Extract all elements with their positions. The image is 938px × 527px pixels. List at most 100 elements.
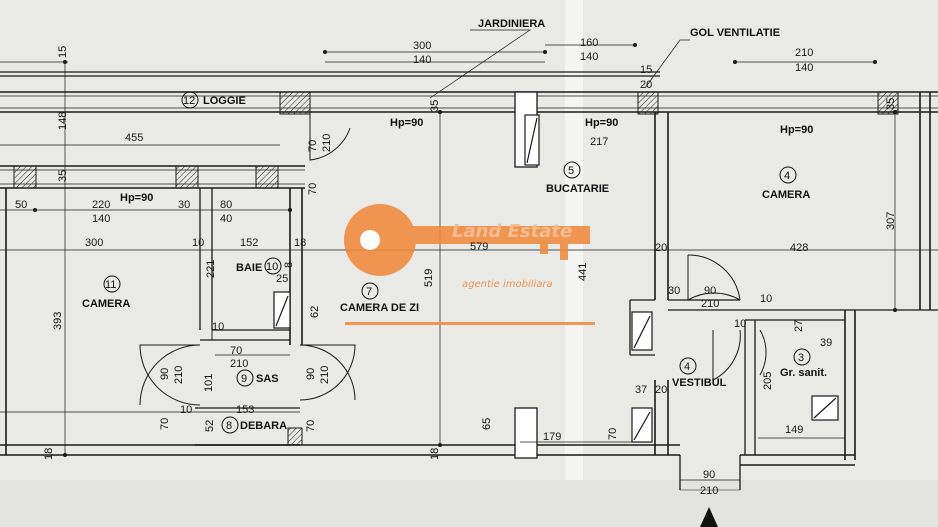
label-camera-de-zi: CAMERA DE ZI [340, 302, 419, 314]
label-sas: SAS [256, 373, 279, 385]
dim-18: 18 [294, 237, 306, 249]
dim-80: 80 [220, 199, 232, 211]
dim-35: 35 [429, 100, 441, 112]
label-gol-ventilatie: GOL VENTILATIE [690, 27, 780, 39]
label-loggie: LOGGIE [203, 95, 246, 107]
room-number-circle [264, 257, 282, 275]
room-number-vestibul: 4 [684, 361, 690, 373]
height-labels: Hp=90 Hp=90 Hp=90 Hp=90 [120, 117, 813, 204]
dim-70: 70 [305, 420, 317, 432]
dim-221: 221 [205, 260, 217, 278]
dim-18: 18 [429, 448, 441, 460]
dim-18: 18 [43, 448, 55, 460]
dim-25: 25 [276, 273, 288, 285]
dim-152: 152 [240, 237, 258, 249]
hp-loggie: Hp=90 [390, 117, 423, 129]
room-number-baie: 10 [266, 261, 278, 273]
dim-70: 70 [230, 345, 242, 357]
paper-fold-shadow [565, 0, 583, 527]
dim-140: 140 [580, 51, 598, 63]
hp-right: Hp=90 [780, 124, 813, 136]
dim-210: 210 [321, 134, 333, 152]
dimension-texts: 300 140 160 140 210 140 15 20 455 217 50… [15, 37, 832, 497]
dim-10: 10 [212, 321, 224, 333]
label-vestibul: VESTIBUL [672, 377, 727, 389]
dim-307: 307 [885, 212, 897, 230]
dim-10: 10 [192, 237, 204, 249]
dim-39: 39 [820, 337, 832, 349]
dim-300: 300 [413, 40, 431, 52]
dim-455: 455 [125, 132, 143, 144]
dim-153: 153 [236, 404, 254, 416]
room-number-circle [221, 416, 239, 434]
dim-70: 70 [307, 183, 319, 195]
north-arrow-icon [700, 507, 718, 527]
dim-90: 90 [704, 285, 716, 297]
room-number-circle [563, 161, 581, 179]
dim-10: 10 [180, 404, 192, 416]
dim-50: 50 [15, 199, 27, 211]
room-labels: JARDINIERA GOL VENTILATIE 12 LOGGIE 11 C… [82, 18, 827, 434]
hatched-elements [13, 91, 899, 446]
ventilation-ducts [273, 114, 839, 443]
dim-15: 15 [57, 46, 69, 58]
dim-220: 220 [92, 199, 110, 211]
dim-35: 35 [57, 170, 69, 182]
dim-30: 30 [668, 285, 680, 297]
room-number-circle [793, 348, 811, 366]
label-baie: BAIE [236, 262, 262, 274]
room-number-circle [779, 166, 797, 184]
dim-40: 40 [220, 213, 232, 225]
dimension-lines [0, 44, 938, 481]
dim-52: 52 [204, 420, 216, 432]
dim-210: 210 [795, 47, 813, 59]
dim-15: 15 [640, 64, 652, 76]
tick-dots [33, 43, 897, 457]
dim-205: 205 [762, 372, 774, 390]
leader-lines [429, 29, 690, 99]
dim-20: 20 [655, 384, 667, 396]
dim-62: 62 [309, 306, 321, 318]
dim-160: 160 [580, 37, 598, 49]
label-gr-sanit: Gr. sanit. [780, 367, 827, 379]
label-camera-right: CAMERA [762, 189, 810, 201]
dim-10: 10 [760, 293, 772, 305]
dim-393: 393 [52, 312, 64, 330]
dim-70: 70 [307, 140, 319, 152]
room-number-circle [361, 282, 379, 300]
dim-70: 70 [607, 428, 619, 440]
dim-140: 140 [413, 54, 431, 66]
dim-519: 519 [423, 269, 435, 287]
dim-210: 210 [319, 366, 331, 384]
label-jardiniera: JARDINIERA [478, 18, 545, 30]
hp-kitchen: Hp=90 [585, 117, 618, 129]
watermark-name: Land Estate [452, 221, 572, 242]
dim-210: 210 [700, 485, 718, 497]
dim-140: 140 [795, 62, 813, 74]
room-number-loggie: 12 [183, 95, 195, 107]
room-number-camera-de-zi: 7 [366, 286, 372, 298]
room-number-sas: 9 [241, 373, 247, 385]
dim-101: 101 [203, 374, 215, 392]
label-camera-left: CAMERA [82, 298, 130, 310]
room-number-circle [236, 369, 254, 387]
hp-left: Hp=90 [120, 192, 153, 204]
room-number-camera-left: 11 [105, 279, 116, 291]
room-number-bucatarie: 5 [568, 165, 574, 177]
dim-210: 210 [173, 366, 185, 384]
dim-37: 37 [635, 384, 647, 396]
door-swings [139, 112, 767, 406]
dim-90: 90 [703, 469, 715, 481]
dim-579: 579 [470, 241, 488, 253]
watermark-tagline: agentie imobiliara [462, 279, 553, 290]
dim-217: 217 [590, 136, 608, 148]
dim-8: 8 [283, 262, 295, 268]
dim-210: 210 [701, 298, 719, 310]
paper-bottom-band [0, 480, 938, 527]
room-number-circle [181, 91, 199, 109]
dim-140: 140 [92, 213, 110, 225]
dim-10: 10 [734, 318, 746, 330]
dim-90: 90 [305, 368, 317, 380]
dim-30: 30 [178, 199, 190, 211]
